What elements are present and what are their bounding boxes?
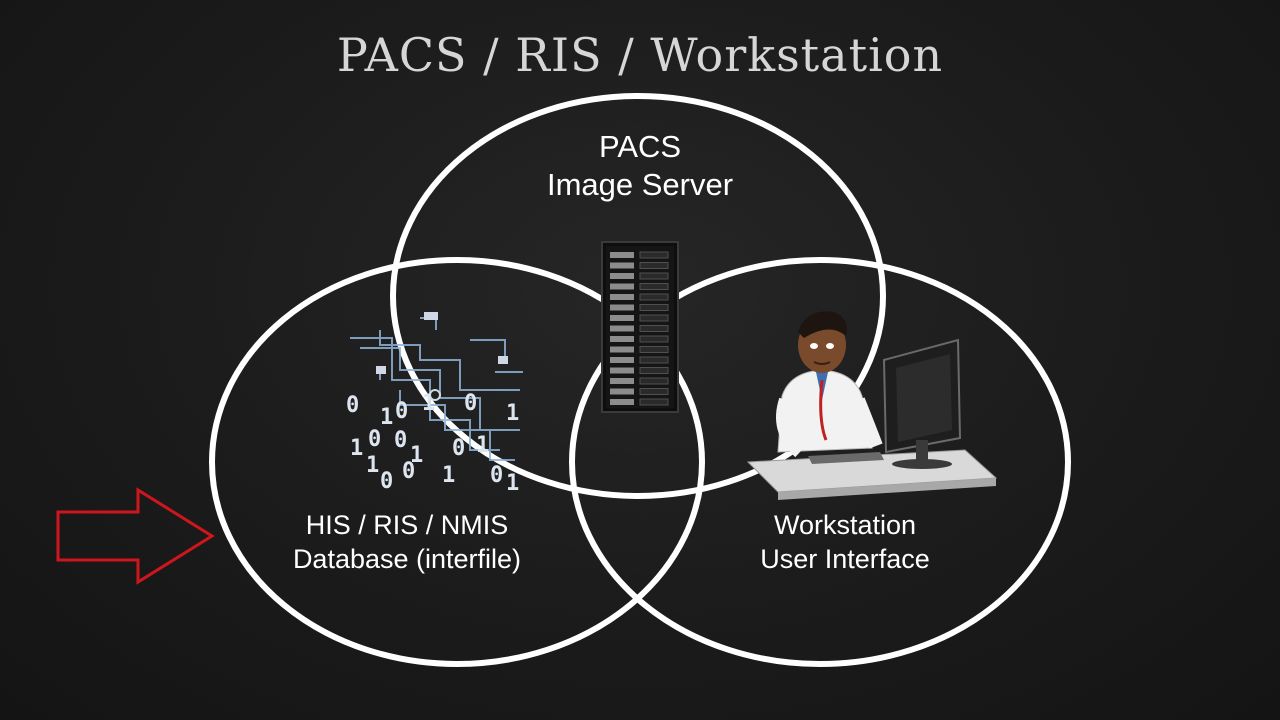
- binary-digit: 0: [394, 428, 407, 453]
- binary-digit: 0: [464, 391, 477, 416]
- binary-digit: 1: [380, 405, 393, 430]
- binary-digit: 1: [506, 471, 519, 496]
- server-slot-panel: [639, 304, 669, 311]
- server-slot: [610, 367, 634, 374]
- binary-digit: 0: [395, 399, 408, 424]
- server-slot: [610, 304, 634, 311]
- pacs-label-line2: Image Server: [546, 167, 734, 202]
- server-slot-panel: [639, 388, 669, 395]
- server-slot: [610, 346, 634, 353]
- server-slot: [610, 336, 634, 342]
- slide-title: PACS / RIS / Workstation: [336, 28, 944, 82]
- circle-pacs: [390, 93, 886, 499]
- his-label-line2: Database (interfile): [292, 544, 522, 574]
- binary-digit: 1: [350, 436, 363, 461]
- binary-digit: 1: [442, 463, 455, 488]
- server-slot: [610, 378, 634, 384]
- server-slot: [610, 399, 634, 405]
- server-slot: [610, 357, 634, 363]
- binary-digit: 0: [402, 459, 415, 484]
- his-label-line1: HIS / RIS / NMIS: [305, 510, 509, 540]
- binary-digit: 1: [410, 443, 423, 468]
- doctor-at-computer-icon: [746, 311, 998, 500]
- binary-digit: 0: [380, 469, 393, 494]
- circle-his: [209, 257, 705, 667]
- binary-digit: 0: [346, 393, 359, 418]
- server-slot-panel: [639, 251, 669, 259]
- server-slot-panel: [639, 398, 669, 406]
- server-slot: [610, 283, 634, 290]
- workstation-label-line2: User Interface: [760, 544, 930, 574]
- server-slot: [610, 388, 634, 395]
- pacs-label-line1: PACS: [598, 129, 682, 164]
- server-slot-panel: [639, 293, 669, 301]
- server-slot-panel: [639, 346, 669, 353]
- server-slot-panel: [639, 325, 669, 332]
- binary-digit: 0: [452, 436, 465, 461]
- server-slot: [610, 273, 634, 279]
- server-slot-panel: [639, 314, 669, 322]
- workstation-label-line1: Workstation: [773, 510, 917, 540]
- server-slot-panel: [639, 283, 669, 290]
- his-label: HIS / RIS / NMIS Database (interfile): [252, 508, 562, 576]
- server-slot: [610, 325, 634, 332]
- server-slot-panel: [639, 367, 669, 374]
- server-slot: [610, 294, 634, 300]
- red-arrow-icon: [56, 487, 215, 585]
- binary-digit: 1: [366, 453, 379, 478]
- server-slot-panel: [639, 335, 669, 343]
- binary-digit: 1: [506, 401, 519, 426]
- server-slot-panel: [639, 262, 669, 269]
- server-slot: [610, 262, 634, 269]
- server-slot-panel: [639, 272, 669, 280]
- workstation-label: Workstation User Interface: [700, 508, 990, 576]
- binary-digit: 0: [490, 463, 503, 488]
- binary-digit: 1: [476, 433, 489, 458]
- server-slot: [610, 252, 634, 258]
- binary-digit: 0: [368, 427, 381, 452]
- server-rack-icon: [601, 241, 679, 413]
- server-slot: [610, 315, 634, 321]
- binary-digit: 1: [422, 391, 435, 416]
- server-slot-panel: [639, 356, 669, 364]
- server-slot-panel: [639, 377, 669, 385]
- circle-workstation: [569, 257, 1071, 667]
- pacs-label: PACS Image Server: [480, 128, 800, 204]
